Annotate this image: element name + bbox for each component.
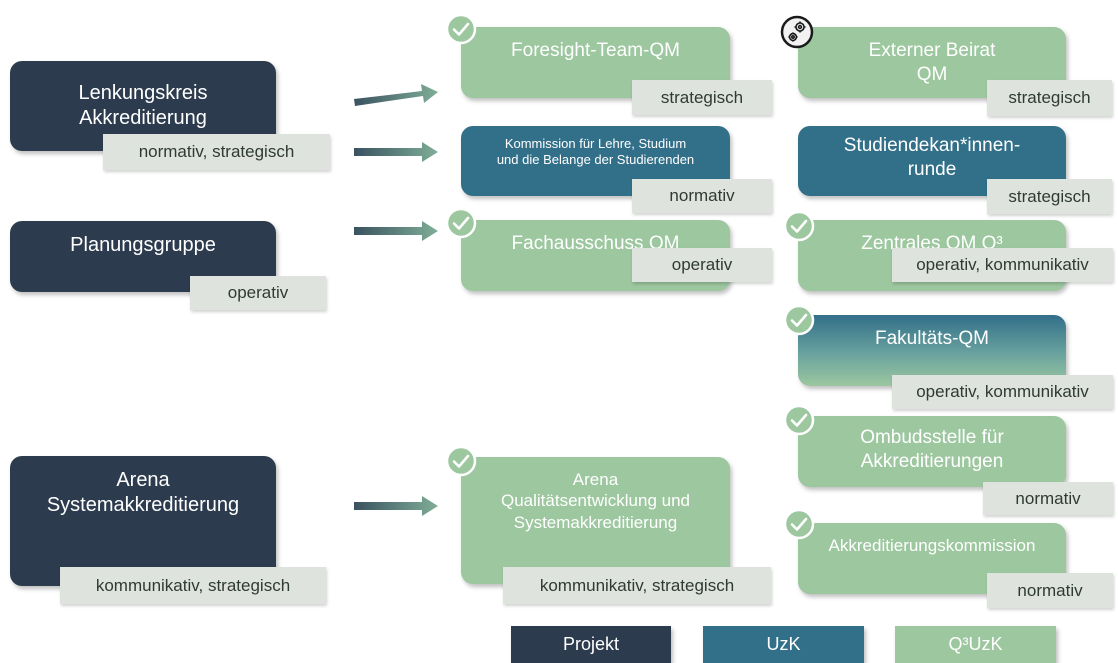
check-icon [445, 207, 477, 239]
lenkungskreis-tag: normativ, strategisch [103, 134, 330, 170]
fakultaets-qm-box: Fakultäts-QM [798, 315, 1066, 386]
externer-beirat-tag: strategisch [987, 80, 1112, 116]
legend-q3uzk: Q³UzK [895, 626, 1056, 663]
check-icon [445, 445, 477, 477]
gears-icon [780, 15, 814, 49]
arena-systemakkreditierung-tag: kommunikativ, strategisch [60, 567, 326, 604]
arrow-arena [354, 496, 438, 516]
ombudsstelle-tag: normativ [983, 482, 1113, 515]
check-icon [783, 304, 815, 336]
ombudsstelle-box: Ombudsstelle für Akkreditierungen [798, 416, 1066, 487]
planungsgruppe-tag: operativ [190, 276, 326, 310]
arrow-lenkungskreis-kommission [354, 142, 438, 162]
check-icon [445, 13, 477, 45]
kommission-tag: normativ [632, 179, 772, 213]
foresight-team-tag: strategisch [632, 80, 772, 115]
arena-qualitaet-tag: kommunikativ, strategisch [503, 567, 771, 604]
legend-uzk: UzK [703, 626, 864, 663]
fakultaets-qm-tag: operativ, kommunikativ [892, 375, 1113, 409]
fachausschuss-tag: operativ [632, 248, 772, 282]
check-icon [783, 508, 815, 540]
akkreditierungskommission-tag: normativ [987, 573, 1113, 608]
check-icon [783, 404, 815, 436]
legend-projekt: Projekt [511, 626, 671, 663]
arrow-lenkungskreis-foresight [354, 84, 438, 106]
check-icon [783, 210, 815, 242]
arena-qualitaet-box: Arena Qualitätsentwicklung und Systemakk… [461, 457, 730, 584]
arrow-planungsgruppe-fachausschuss [354, 221, 438, 241]
arena-systemakkreditierung-box: Arena Systemakkreditierung [10, 456, 276, 586]
studiendekan-tag: strategisch [987, 179, 1112, 214]
zentrales-qm-tag: operativ, kommunikativ [892, 248, 1113, 282]
